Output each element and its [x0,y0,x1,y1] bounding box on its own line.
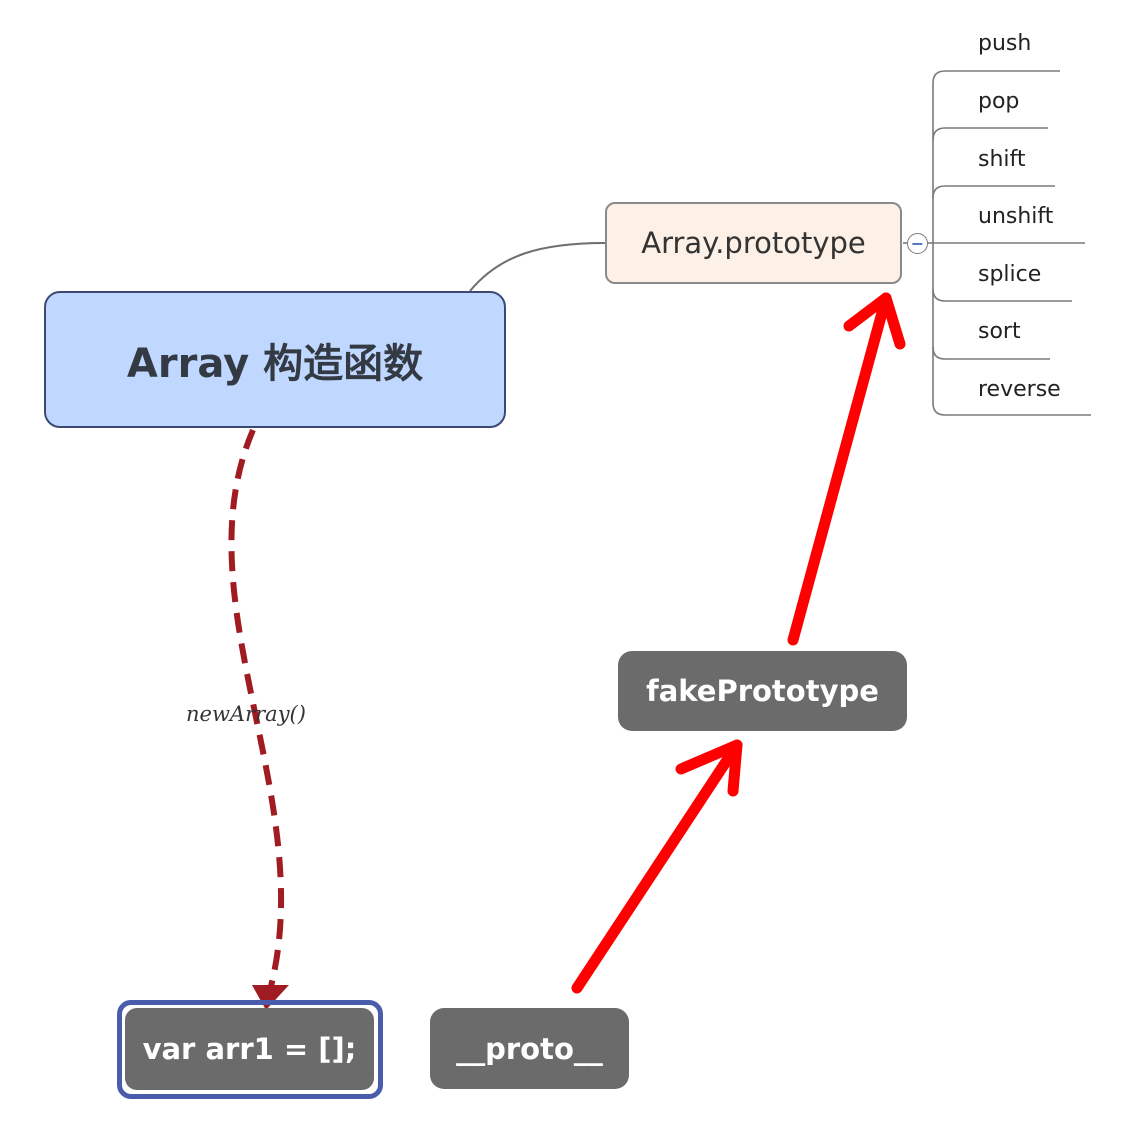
array-prototype-node[interactable]: Array.prototype [605,202,902,284]
new-array-edge-label: newArray() [186,702,306,726]
method-push[interactable]: push [978,31,1032,56]
new-array-arrowhead [252,985,289,1010]
arr1-node[interactable]: var arr1 = []; [125,1008,374,1090]
array-prototype-label: Array.prototype [641,226,866,260]
proto-node[interactable]: __proto__ [430,1008,629,1089]
method-unshift[interactable]: unshift [978,204,1054,229]
method-tree-lines [903,70,1091,416]
constructor-prototype-connector [469,242,606,292]
proto-label: __proto__ [456,1031,603,1066]
method-sort[interactable]: sort [978,319,1021,344]
fake-prototype-label: fakePrototype [646,674,879,708]
arr1-selection-outline [117,1000,383,1099]
collapse-toggle-icon[interactable]: − [907,233,928,254]
proto-to-fake-arrow [571,739,743,994]
method-pop[interactable]: pop [978,89,1020,114]
fake-prototype-node[interactable]: fakePrototype [618,651,907,731]
fake-to-prototype-arrow [787,292,906,646]
array-constructor-label: Array 构造函数 [126,340,424,387]
arr1-label: var arr1 = []; [142,1032,357,1066]
method-shift[interactable]: shift [978,147,1026,172]
array-constructor-node[interactable]: Array 构造函数 [44,291,506,428]
new-array-dashed-arrow [228,428,285,991]
method-reverse[interactable]: reverse [978,377,1061,402]
method-splice[interactable]: splice [978,262,1042,287]
